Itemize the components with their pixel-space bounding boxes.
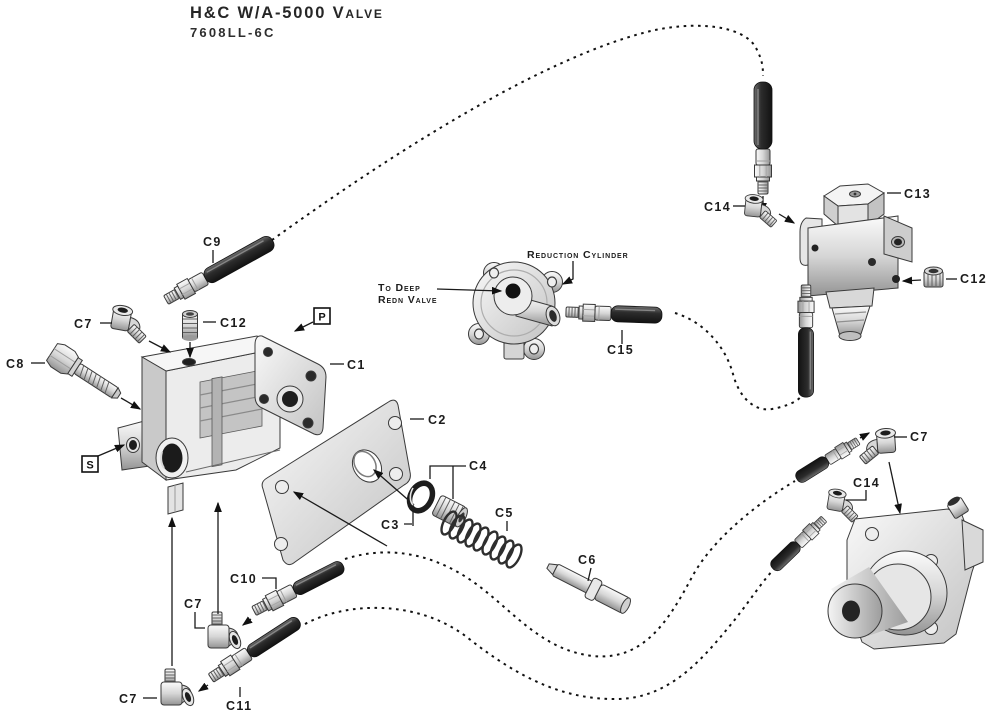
elbow-fitting-c14-top [741,193,780,229]
deep-redn-port [505,283,521,299]
callout-c7-upper-left: C7 [74,317,93,331]
callout-c6: C6 [578,553,597,567]
callout-c12-right: C12 [960,272,987,286]
top-vertical-hose [753,81,773,195]
top-threaded-hole [182,358,196,366]
hose-tube [247,617,301,658]
callout-c12-left: C12 [220,316,247,330]
cover-plate-c2 [261,399,415,566]
hose-c10 [249,561,345,620]
hose-tube [795,456,830,483]
suction-port-hole [129,440,137,450]
callout-c11: C11 [226,699,252,713]
hose-tube [798,327,814,398]
right-hose-b [770,513,830,572]
main-bore [161,443,183,473]
to-deep-label-line1: To Deep [378,282,421,294]
port-s-label: S [86,460,93,472]
elbow-fitting-c7-upper-left [107,303,152,345]
port-s-marker: S [81,444,126,473]
callout-c1: C1 [347,358,366,372]
hose-c11 [205,617,301,686]
elbow-fitting-c7-mid-left [207,611,244,651]
reduction-cylinder-label: Reduction Cylinder [527,249,629,261]
reduction-cylinder [468,261,563,360]
p-face-flange [254,335,327,436]
hose-tube [292,561,345,595]
hose-c9 [161,235,275,308]
callout-c10: C10 [230,572,257,586]
callout-c5: C5 [495,506,514,520]
callout-c7-right: C7 [910,430,929,444]
callout-c3: C3 [381,518,400,532]
c13-body [807,215,899,297]
diagram-part-number: 7608LL-6C [190,25,276,40]
hose-tube [203,235,275,284]
callout-c7-mid-left: C7 [184,597,203,611]
flange-port [282,391,298,407]
hose-tube [770,541,801,572]
callout-c14-top: C14 [704,200,731,214]
body-interior-ribs [185,369,281,473]
cylinder-assembly [827,496,984,650]
diagram-title: H&C W/A-5000 Valve [190,4,384,22]
plunger-c6 [546,563,631,614]
port-p-marker: P [293,307,331,332]
callout-c9: C9 [203,235,222,249]
valve-c13 [799,183,913,341]
c12-target-hole [892,275,900,283]
port-p-label: P [318,312,325,324]
hose-c15 [565,303,663,324]
barrel-bore [842,600,860,622]
bolt-c8 [45,343,122,399]
callout-c14-right: C14 [853,476,880,490]
elbow-fitting-c7-right [857,427,899,466]
callouts: C9 C7 C12 C8 C1 C2 C3 C4 C5 C6 C10 C7 C7… [6,187,987,713]
callout-c8: C8 [6,357,25,371]
plug-c12-left [182,310,198,341]
elbow-fitting-c7-lower-left [160,668,197,708]
to-deep-label-line2: Redn Valve [378,294,437,306]
elbow-fitting-c14-right [823,487,863,524]
valve-body-c1 [117,335,327,515]
c7-to-cylinder-arrow [888,461,902,515]
c13-lower-hose [797,284,815,398]
top-nipple [947,496,969,519]
hose-tube [610,305,663,324]
bottom-foot-tab [167,482,184,515]
annotation-reduction-cylinder: Reduction Cylinder [527,249,629,285]
spring-c5 [440,510,523,569]
right-hose-a [795,434,863,483]
nut-c12-right [923,266,944,288]
callout-c2: C2 [428,413,447,427]
callout-c4: C4 [469,459,488,473]
dotted-route-c9-to-top-hose [271,24,764,241]
callout-c13: C13 [904,187,931,201]
dotted-route-c15-to-c13-hose [674,312,804,411]
dotted-route-c11-to-right-hose [304,568,775,701]
hose-tube [753,81,773,150]
callout-c7-lower-left: C7 [119,692,138,706]
callout-c15: C15 [607,343,634,357]
annotation-to-deep-redn-valve: To Deep Redn Valve [378,282,503,306]
plate-hole-assembly-arrow [292,491,388,547]
